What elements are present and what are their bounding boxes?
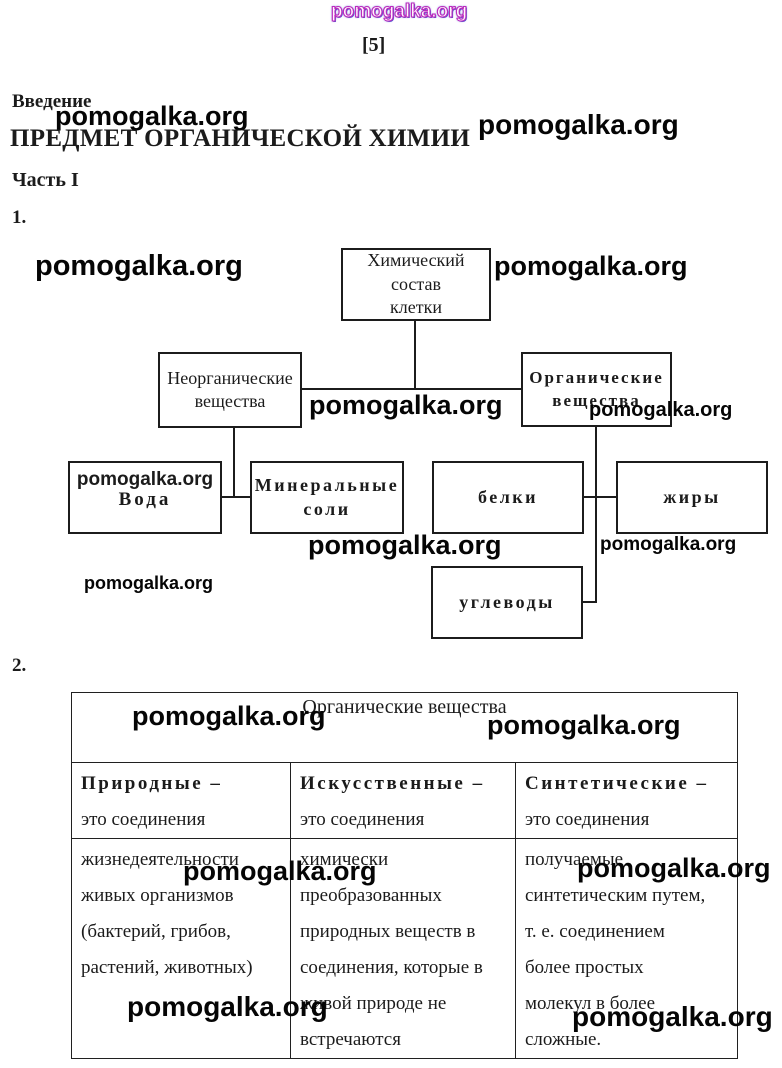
water-label: Вода — [118, 488, 172, 510]
watermark-diagram-left: pomogalka.org — [35, 250, 243, 282]
term-sub-natural: это соединения — [81, 809, 206, 830]
watermark-diagram-center: pomogalka.org — [309, 390, 503, 420]
item-2-label: 2. — [12, 655, 27, 676]
watermark-table-bottom-right: pomogalka.org — [572, 1001, 773, 1032]
part-heading: Часть I — [12, 169, 79, 191]
term-artificial: Искусственные – — [300, 773, 485, 794]
header-cell-artificial: Искусственные – это соединения — [290, 762, 516, 839]
watermark-table-mid-left: pomogalka.org — [183, 856, 377, 886]
organic-substances-table: Органические вещества Природные – это со… — [70, 692, 739, 1059]
diagram-box-water: pomogalka.org Вода — [68, 461, 222, 534]
connector-water-salts — [222, 496, 250, 498]
watermark-below-fats: pomogalka.org — [600, 534, 737, 555]
body-cell-synthetic: получаемые синтетическим путем, т. е. со… — [514, 838, 739, 1059]
watermark-table-header-right: pomogalka.org — [487, 710, 681, 740]
term-synthetic: Синтетические – — [525, 773, 709, 794]
watermark-title-right: pomogalka.org — [478, 109, 679, 140]
watermark-table-header-left: pomogalka.org — [132, 701, 326, 731]
connector-organic-down — [595, 427, 597, 603]
body-cell-natural: жизнедеятельности живых организмов (бакт… — [71, 838, 291, 1059]
diagram-box-carbohydrates: углеводы — [431, 566, 583, 639]
watermark-diagram-right: pomogalka.org — [494, 251, 688, 281]
connector-level2-horizontal — [302, 388, 522, 390]
diagram-box-fats: жиры — [616, 461, 768, 534]
table-title: Органические вещества — [302, 696, 507, 718]
term-sub-synthetic: это соединения — [525, 809, 650, 830]
page-number: [5] — [362, 34, 386, 56]
item-1-label: 1. — [12, 207, 27, 228]
diagram-box-proteins: белки — [432, 461, 584, 534]
connector-root-down — [414, 321, 416, 389]
watermark-inside-water-box: pomogalka.org — [76, 469, 214, 490]
watermark-top: pomogalka.org — [330, 1, 468, 22]
table-body-row: жизнедеятельности живых организмов (бакт… — [71, 838, 739, 1059]
watermark-below-salts: pomogalka.org — [308, 530, 502, 560]
term-sub-artificial: это соединения — [300, 809, 425, 830]
diagram-box-cell-composition: Химический состав клетки — [341, 248, 491, 321]
watermark-organic-box: pomogalka.org — [589, 399, 733, 421]
header-cell-natural: Природные – это соединения — [71, 762, 291, 839]
term-natural: Природные – — [81, 773, 223, 794]
page-title: ПРЕДМЕТ ОРГАНИЧЕСКОЙ ХИМИИ — [10, 125, 471, 152]
connector-carbohydrates-elbow — [583, 601, 596, 603]
body-cell-artificial: химически преобразованных природных веще… — [290, 838, 516, 1059]
diagram-box-inorganic: Неорганические вещества — [158, 352, 302, 428]
table-header-row: Природные – это соединения Искусственные… — [71, 762, 739, 839]
watermark-table-mid-right: pomogalka.org — [577, 853, 771, 883]
connector-proteins-fats — [584, 496, 616, 498]
diagram-box-mineral-salts: Минеральные соли — [250, 461, 404, 534]
watermark-lower-left: pomogalka.org — [84, 573, 214, 593]
connector-inorganic-down — [233, 428, 235, 498]
watermark-intro: pomogalka.org — [55, 101, 249, 131]
diagram-box-organic: Органические вещества — [521, 352, 672, 427]
header-cell-synthetic: Синтетические – это соединения — [514, 762, 739, 839]
watermark-table-bottom-left: pomogalka.org — [127, 991, 328, 1022]
section-heading: Введение — [12, 91, 92, 112]
